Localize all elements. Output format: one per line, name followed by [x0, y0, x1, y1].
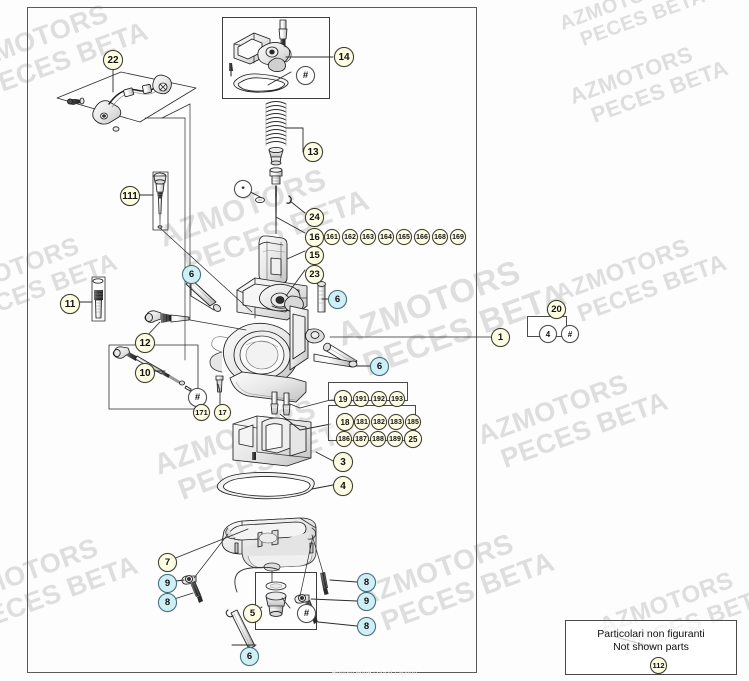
callout-168[interactable]: 168	[432, 229, 448, 245]
callout-15[interactable]: 15	[305, 246, 324, 265]
callout-188[interactable]: 188	[370, 431, 386, 447]
callout-8[interactable]: 8	[357, 573, 376, 592]
callout-186[interactable]: 186	[336, 431, 352, 447]
callout-5[interactable]: 5	[243, 604, 262, 623]
callout-8[interactable]: 8	[357, 617, 376, 636]
callout-161[interactable]: 161	[324, 229, 340, 245]
diagram-frame	[27, 7, 477, 673]
callout-187[interactable]: 187	[353, 431, 369, 447]
callout-171[interactable]: 171	[193, 404, 210, 421]
callout-4[interactable]: 4	[539, 325, 557, 343]
callout-9[interactable]: 9	[158, 574, 177, 593]
callout-12[interactable]: 12	[135, 333, 155, 353]
callout-13[interactable]: 13	[303, 142, 323, 162]
callout-6[interactable]: 6	[370, 357, 389, 376]
callout-18[interactable]: 18	[336, 413, 354, 431]
inset-box-part-14	[222, 17, 330, 99]
callout-23[interactable]: 23	[305, 265, 324, 284]
callout-hash[interactable]: #	[561, 325, 579, 343]
callout-6[interactable]: 6	[240, 647, 259, 666]
callout-112[interactable]: 112	[650, 657, 667, 674]
callout-25[interactable]: 25	[404, 430, 422, 448]
callout-19[interactable]: 19	[334, 390, 352, 408]
callout-22[interactable]: 22	[103, 50, 123, 70]
callout-7[interactable]: 7	[158, 553, 177, 572]
callout-10[interactable]: 10	[135, 363, 155, 383]
callout-166[interactable]: 166	[414, 229, 430, 245]
callout-9[interactable]: 9	[357, 592, 376, 611]
callout-20[interactable]: 20	[547, 300, 566, 319]
callout-4[interactable]: 4	[333, 476, 353, 496]
callout-17[interactable]: 17	[214, 404, 231, 421]
callout-164[interactable]: 164	[378, 229, 394, 245]
callout-hash[interactable]: #	[297, 604, 316, 623]
callout-6[interactable]: 6	[328, 290, 347, 309]
callout-165[interactable]: 165	[396, 229, 412, 245]
callout-189[interactable]: 189	[387, 431, 403, 447]
callout-169[interactable]: 169	[450, 229, 466, 245]
callout-181[interactable]: 181	[354, 414, 370, 430]
callout-3[interactable]: 3	[333, 452, 353, 472]
callout-163[interactable]: 163	[360, 229, 376, 245]
callout-11[interactable]: 11	[60, 294, 80, 314]
callout-191[interactable]: 191	[353, 391, 369, 407]
callout-6[interactable]: 6	[182, 265, 201, 284]
callout-hash[interactable]: #	[296, 66, 315, 85]
callout-193[interactable]: 193	[389, 391, 405, 407]
callout-1[interactable]: 1	[491, 328, 510, 347]
callout-162[interactable]: 162	[342, 229, 358, 245]
callout-8[interactable]: 8	[158, 593, 177, 612]
callout-192[interactable]: 192	[371, 391, 387, 407]
not-shown-line-en: Not shown parts	[613, 641, 689, 654]
callout-185[interactable]: 185	[405, 414, 421, 430]
footer-caption: Bottom edge cut-off caption	[331, 670, 418, 677]
callout-14[interactable]: 14	[334, 47, 354, 67]
callout-111[interactable]: 111	[120, 186, 140, 206]
callout-183[interactable]: 183	[388, 414, 404, 430]
callout-24[interactable]: 24	[305, 208, 324, 227]
callout-16[interactable]: 16	[305, 228, 324, 247]
callout-star[interactable]: *	[234, 180, 252, 198]
not-shown-line-it: Particolari non figuranti	[597, 628, 705, 640]
callout-182[interactable]: 182	[371, 414, 387, 430]
